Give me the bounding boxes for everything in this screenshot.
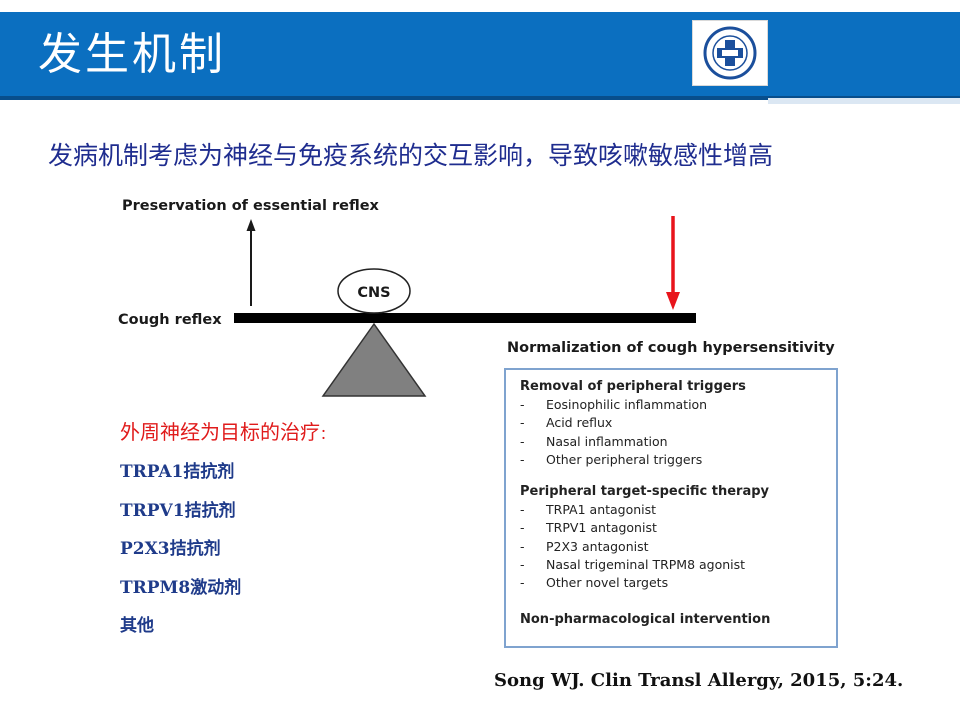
fulcrum-triangle: [321, 322, 427, 397]
list-item: -Other novel targets: [520, 575, 669, 591]
down-arrow-head: [666, 292, 680, 310]
list-item: -Eosinophilic inflammation: [520, 397, 708, 412]
normalization-label: Normalization of cough hypersensitivity: [507, 340, 835, 356]
cough-reflex-label: Cough reflex: [118, 312, 222, 328]
header-strip: [768, 98, 960, 104]
section-title: Removal of peripheral triggers: [520, 379, 746, 394]
list-item: -P2X3 antagonist: [520, 538, 649, 554]
list-item: -Nasal trigeminal TRPM8 agonist: [520, 557, 746, 573]
list-item: TRPA1拮抗剂: [120, 462, 235, 482]
section-title: Peripheral target-specific therapy: [520, 484, 770, 500]
list-item: TRPM8激动剂: [120, 577, 242, 598]
list-item: -TRPV1 antagonist: [520, 520, 657, 536]
list-item: P2X3拮抗剂: [120, 539, 221, 559]
list-item: -Other peripheral triggers: [520, 451, 703, 467]
treatment-list: TRPA1拮抗剂 TRPV1拮抗剂 P2X3拮抗剂 TRPM8激动剂 其他: [120, 460, 241, 653]
up-arrow-head: [246, 219, 256, 231]
cns-ellipse: [337, 268, 411, 314]
intervention-box: Removal of peripheral triggers -Eosinoph…: [504, 368, 838, 648]
slide-title: 发生机制: [38, 29, 226, 80]
list-item: 其他: [120, 616, 154, 636]
balance-beam: [234, 313, 696, 323]
preservation-label: Preservation of essential reflex: [122, 198, 380, 214]
list-item: -Nasal inflammation: [520, 433, 668, 449]
list-item: -Acid reflux: [520, 415, 613, 431]
cns-label: CNS: [357, 285, 390, 301]
citation: Song WJ. Clin Transl Allergy, 2015, 5:24…: [494, 670, 904, 691]
subtitle: 发病机制考虑为神经与免疫系统的交互影响，导致咳嗽敏感性增高: [48, 141, 774, 170]
section-list: -TRPA1 antagonist -TRPV1 antagonist -P2X…: [520, 501, 822, 592]
header-bar: [0, 12, 960, 100]
list-item: TRPV1拮抗剂: [120, 500, 236, 521]
treatment-heading: 外周神经为目标的治疗：: [120, 420, 334, 444]
hospital-emblem-icon: [692, 20, 768, 86]
section-list: -Eosinophilic inflammation -Acid reflux …: [520, 396, 822, 469]
section-title: Non-pharmacological intervention: [520, 611, 771, 627]
list-item: -TRPA1 antagonist: [520, 502, 657, 518]
